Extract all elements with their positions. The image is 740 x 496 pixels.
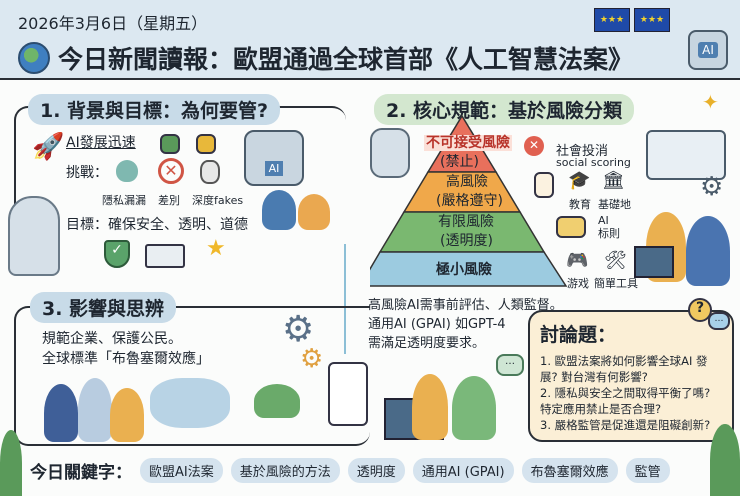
date: 2026年3月6日（星期五） [18,14,208,33]
high-example-education: 教育 [569,198,591,211]
section3-label: 3. 影響與思辨 [30,292,177,323]
discrimination-icon: ✕ [158,158,184,184]
middle-line-1: 高風險AI需事前評估、人類監督。 [368,298,563,313]
keyword-chip[interactable]: 基於風險的方法 [230,458,340,483]
challenge-deepfakes: 深度fakes [192,194,244,207]
unacceptable-example: 社會投消 [556,144,609,159]
goal-text: 目標：確保安全、透明、道德 [66,217,248,233]
keyword-chip[interactable]: 透明度 [347,458,405,483]
plant-icon [710,424,740,496]
robot-illustration [370,128,410,178]
page-title: 今日新聞讀報：歐盟通過全球首部《人工智慧法案》 [58,45,634,74]
chat-icon [556,216,586,238]
monitor-illustration [634,246,674,278]
section3-line-1: 規範企業、保護公民。 [42,331,182,347]
keyword-chip[interactable]: 歐盟AI法案 [140,458,223,483]
discussion-item-3: 3. 嚴格監管是促進還是阻礙創新? [540,418,711,432]
chat-bubble-icon: … [708,312,730,330]
tier-high-sub: (嚴格遵守) [436,193,503,209]
graduation-cap-icon: 🎓 [568,170,591,191]
challenge-label: 挑戰： [66,165,108,181]
unacceptable-example-en: social scoring [556,156,631,169]
person-illustration [78,378,112,442]
chip-icon [196,134,216,154]
prohibited-icon: ✕ [524,136,544,156]
sparkle-icon: ✦ [702,90,719,114]
globe-icon [18,42,50,74]
keywords-label: 今日關鍵字： [30,463,132,483]
privacy-icon [116,160,138,182]
gears-icon: ⚙ [282,309,315,350]
challenge-discrimination: 差別 [158,194,180,207]
section1-label: 1. 背景與目標：為何要管? [28,94,281,125]
gear-icon: ⚙ [300,344,324,374]
section3-box [14,306,370,446]
person-illustration [298,194,330,230]
tier-minimal [370,251,568,287]
challenge-privacy: 隱私漏漏 [102,194,146,207]
discussion-title: 討論題： [540,324,617,346]
connector-arrow [344,244,346,354]
high-example-infrastructure: 基礎地 [598,198,631,211]
person-illustration [452,376,496,440]
section2-label: 2. 核心規範：基於風險分類 [374,94,635,125]
limited-example: AI 标則 [598,214,620,240]
book-icon [145,244,185,268]
robot-illustration: AI [244,130,304,186]
risk-pyramid [370,114,568,287]
tier-unacceptable-sub: (禁止) [440,154,479,170]
gear-icon: ⚙ [700,172,724,202]
people-group-icon [254,384,300,418]
ai-fast-text: AI發展迅速 [66,135,136,151]
chat-bubble-icon: … [496,354,524,376]
gamepad-icon: 🎮 [566,250,589,271]
checklist-icon [328,362,368,426]
discussion-item-2: 2. 隱私與安全之間取得平衡了嗎? 特定應用禁止是否合理? [540,386,711,416]
tier-limited-label: 有限風險 [438,214,494,230]
plant-icon [0,430,22,496]
discussion-item-1: 1. 歐盟法案將如何影響全球AI 發展? 對台灣有何影響? [540,354,708,384]
keyword-chip[interactable]: 監管 [625,458,670,483]
tier-limited-sub: (透明度) [440,233,493,249]
middle-line-3: 需滿足透明度要求。 [368,336,486,351]
tier-high-label: 高風險 [446,174,488,190]
eu-flag-icon: ★★★ [594,8,630,32]
keyword-chip[interactable]: 布魯塞爾效應 [521,458,618,483]
star-hand-icon: ★ [206,236,226,261]
person-illustration [412,374,448,440]
keywords-bar: 今日關鍵字： 歐盟AI法案 基於風險的方法 透明度 通用AI (GPAI) 布魯… [30,458,670,483]
eu-flag-icon: ★★★ [634,8,670,32]
minimal-example-games: 游戏 [567,277,589,290]
robot-icon: AI [688,30,728,70]
world-map-illustration [150,378,230,428]
browser-window-illustration [646,130,726,180]
tools-icon: 🛠 [604,250,627,271]
person-illustration [686,216,730,286]
robot-illustration [8,196,60,276]
building-icon: 🏛 [602,170,625,191]
discussion-box: 討論題： 1. 歐盟法案將如何影響全球AI 發展? 對台灣有何影響? 2. 隱私… [528,310,734,442]
clipboard-icon [534,172,554,198]
tier-minimal-label: 極小風險 [436,262,492,278]
shield-icon: ✓ [104,240,130,268]
chip-icon [160,134,180,154]
person-illustration [262,190,296,230]
tier-unacceptable-label: 不可接受風險 [424,135,512,151]
section3-line-2: 全球標準「布魯塞爾效應」 [42,351,210,367]
middle-line-2: 通用AI (GPAI) 如GPT-4 [368,317,506,332]
mask-icon [200,160,220,184]
person-illustration [110,388,144,442]
person-illustration [44,384,78,442]
keyword-chip[interactable]: 通用AI (GPAI) [412,458,514,483]
rocket-icon: 🚀 [32,132,65,162]
minimal-example-tools: 簡單工具 [594,277,638,290]
